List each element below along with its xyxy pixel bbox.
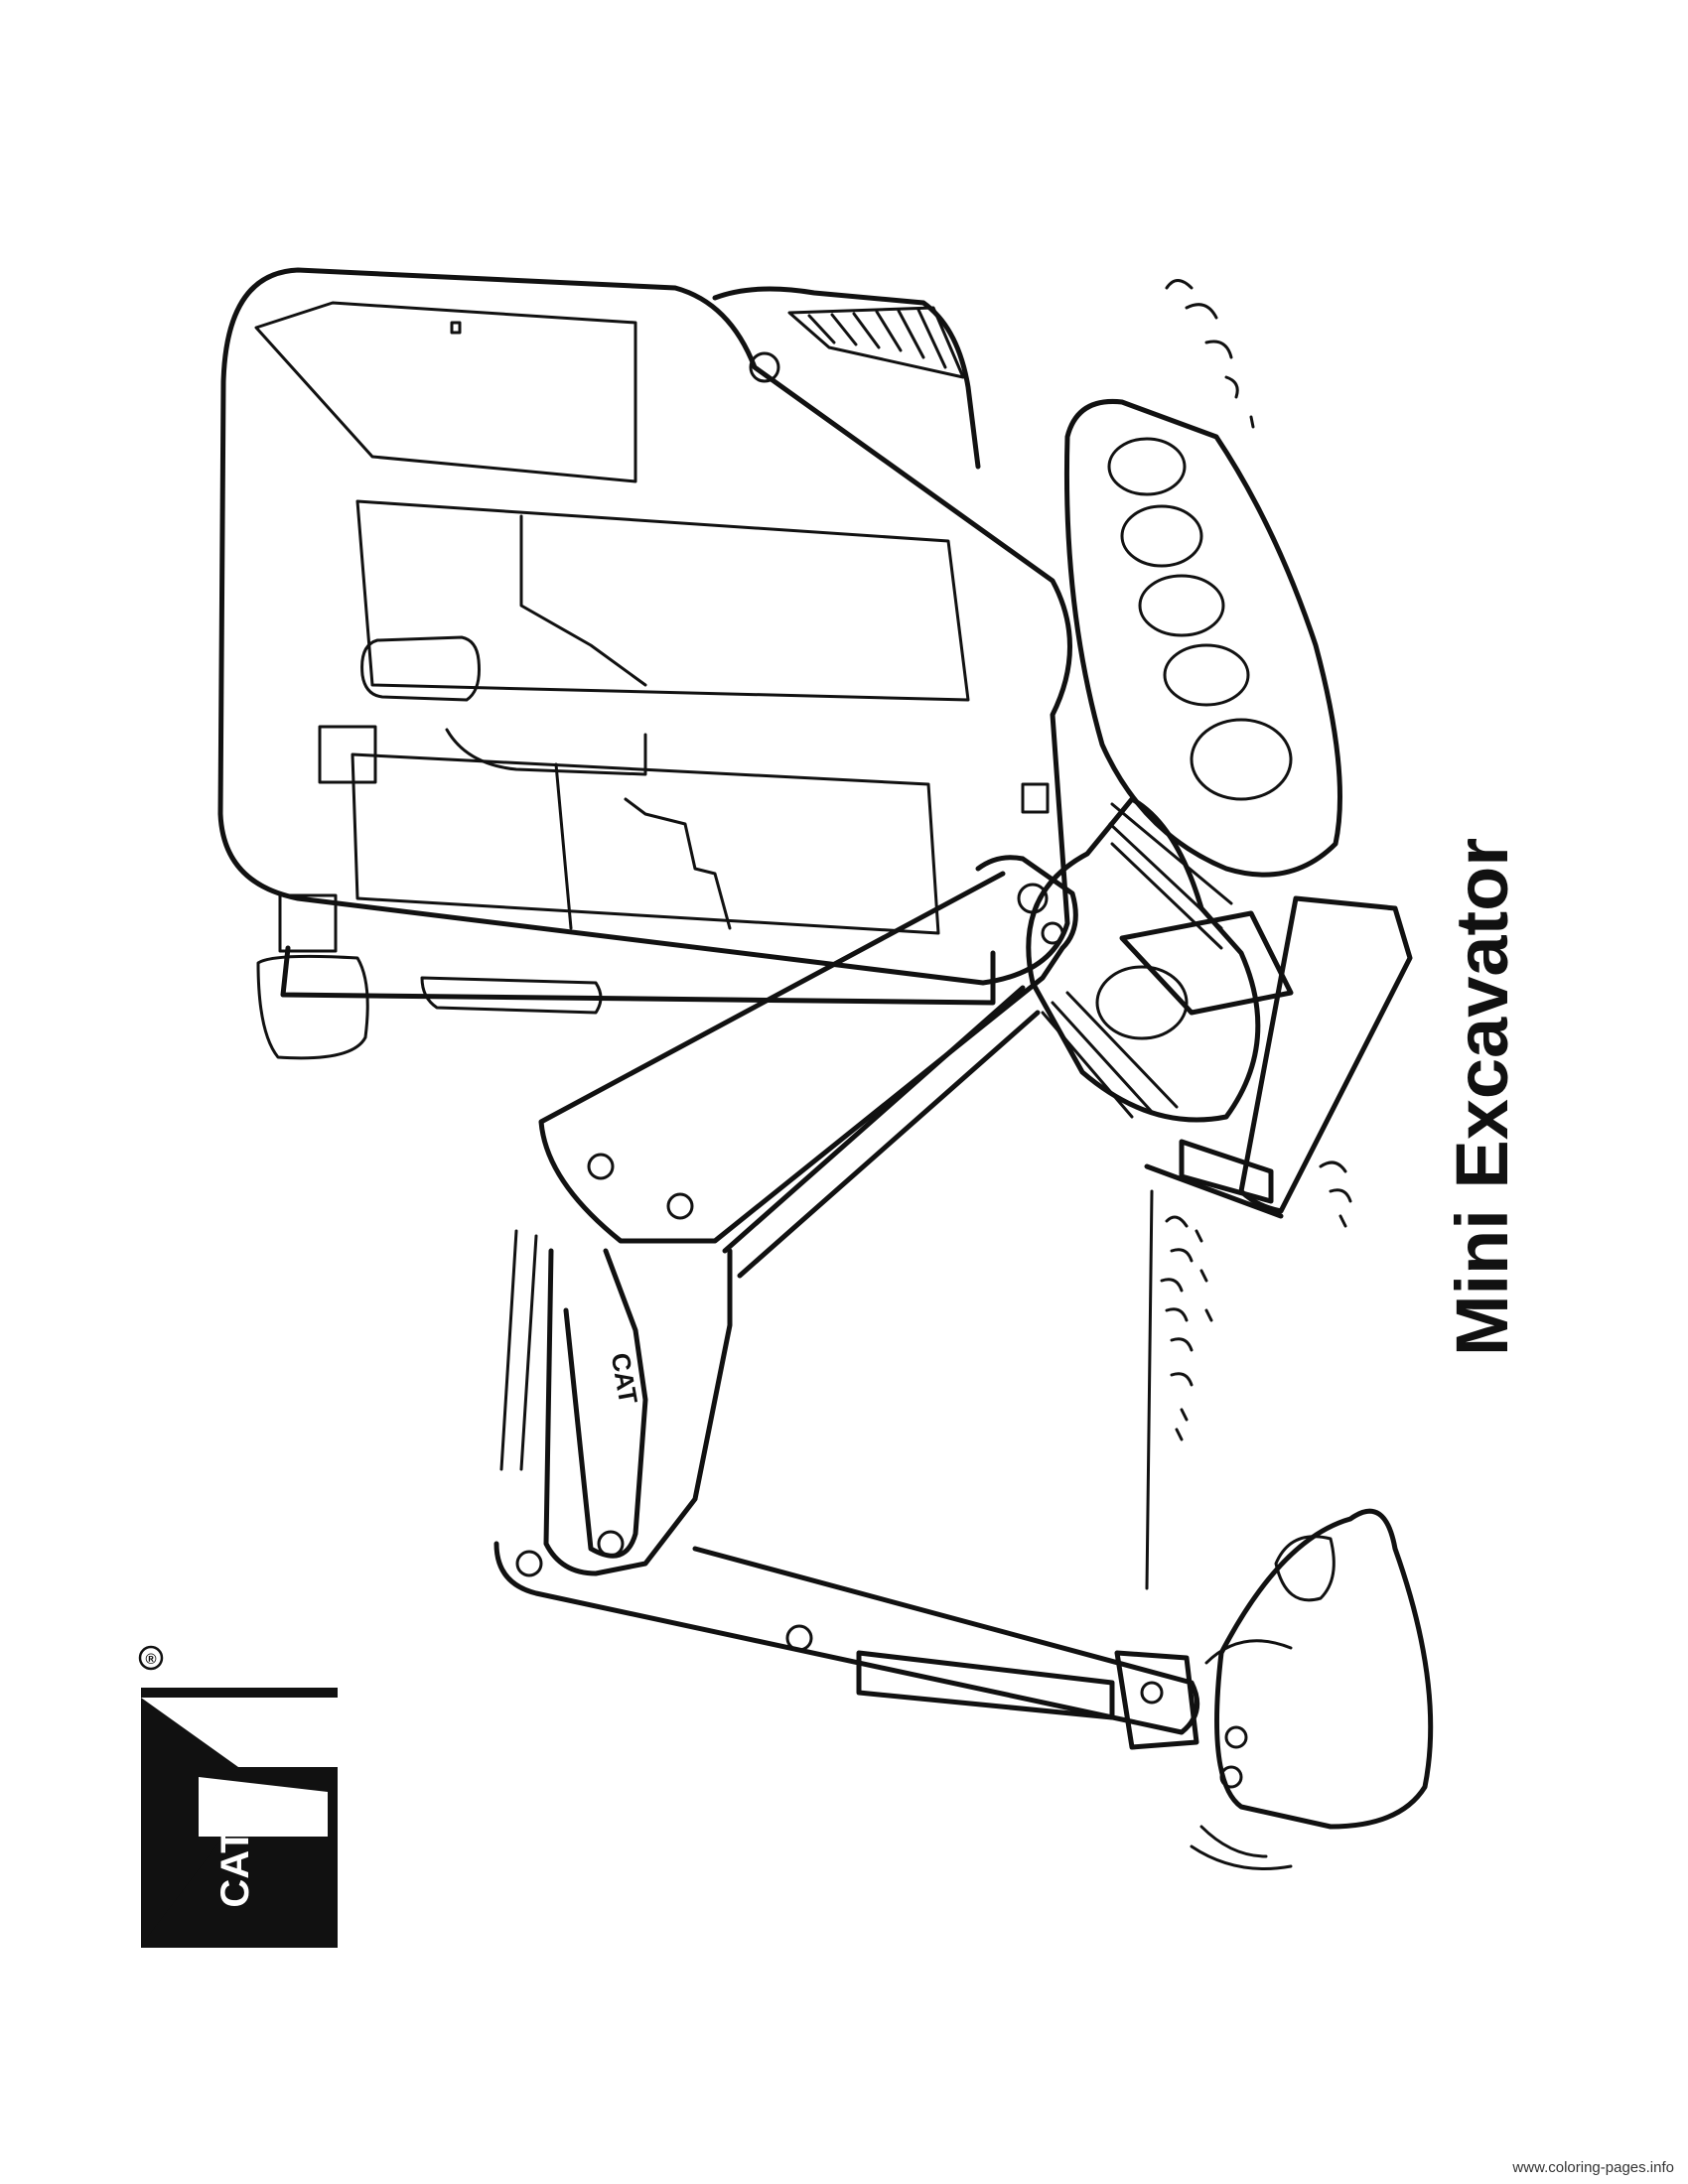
cat-logo: CAT ® [138,1645,338,1948]
excavator-tracks [1026,398,1342,1123]
excavator-bucket [1190,1508,1434,1870]
cat-logo-inner-text: CAT [213,1829,257,1907]
dozer-blade [1119,895,1413,1219]
page-caption: Mini Excavator [1441,837,1523,1357]
engine-housing [712,286,981,470]
excavator-cab [217,267,1072,1060]
excavator-boom: CAT [493,855,1200,1750]
dirt-marks [1145,279,1352,1590]
source-footer: www.coloring-pages.info [1512,2159,1674,2176]
registered-mark: ® [145,1651,156,1668]
